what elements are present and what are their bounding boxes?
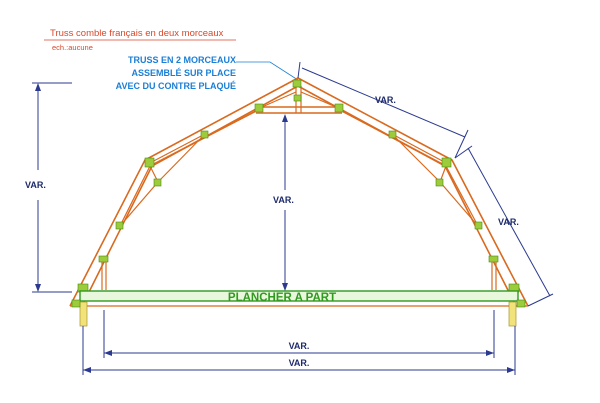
- gusset-plate-collar-left: [254, 103, 264, 113]
- right-web-2: [391, 133, 441, 183]
- dim-wall-arrow-bottom: [35, 284, 41, 292]
- dim-lower-line: [467, 147, 551, 297]
- dim-outer-span-label: VAR.: [289, 358, 310, 368]
- gusset-plate-collar-right: [334, 103, 344, 113]
- gusset-plate-ridge: [292, 79, 302, 88]
- dim-upper-ext-2: [454, 129, 469, 159]
- dim-wall-height: [32, 82, 72, 293]
- dim-ridge-height: [282, 114, 288, 291]
- dim-lower-slope-label: VAR.: [498, 217, 519, 227]
- dim-upper-ext-1: [297, 61, 301, 79]
- dim-upper-slope-label: VAR.: [375, 95, 396, 105]
- dim-outer-span: [82, 326, 516, 375]
- ridge-web-left: [261, 91, 297, 108]
- gusset-plates: [77, 79, 520, 293]
- drawing-title: Truss comble français en deux morceaux: [50, 28, 224, 39]
- dim-lower-ext-1: [454, 145, 473, 159]
- gusset-plate-left-web: [153, 178, 162, 187]
- dim-inner-arrow-left: [104, 350, 112, 356]
- left-webs: [101, 109, 259, 290]
- drawing-scale: ech.:aucune: [52, 43, 93, 52]
- gusset-plate-left-lower: [115, 221, 124, 230]
- dim-wall-arrow-top: [35, 83, 41, 91]
- dim-wall-height-label: VAR.: [25, 180, 46, 190]
- dim-lower-slope: [454, 145, 554, 307]
- left-web-1: [147, 133, 206, 165]
- ridge-web-right: [300, 91, 337, 108]
- gusset-plate-left-end: [71, 299, 81, 308]
- left-lower-inner-chord: [119, 165, 151, 227]
- left-web-2: [157, 133, 206, 183]
- note-leader-line: [236, 61, 299, 81]
- dim-upper-line: [301, 67, 466, 138]
- gusset-plate-left-upper: [200, 130, 209, 139]
- dim-lower-ext-2: [527, 293, 554, 307]
- dim-outer-arrow-right: [507, 367, 515, 373]
- note-line-1: TRUSS EN 2 MORCEAUX: [128, 55, 236, 65]
- right-web-4: [439, 181, 479, 227]
- dim-ridge-arrow-bottom: [282, 283, 288, 291]
- right-web-1: [391, 133, 449, 165]
- gusset-plate-right-end: [516, 299, 526, 308]
- dim-upper-slope: [297, 61, 469, 159]
- dim-ridge-height-label: VAR.: [273, 195, 294, 205]
- gusset-plate-left-knee: [144, 157, 155, 168]
- outer-chord-inner-line: [81, 85, 517, 307]
- gusset-plate-king: [293, 94, 302, 102]
- gusset-plate-right-web: [435, 178, 444, 187]
- assembly-note: TRUSS EN 2 MORCEAUX ASSEMBLÉ SUR PLACE A…: [116, 55, 236, 91]
- dim-inner-span-label: VAR.: [289, 341, 310, 351]
- left-support-post: [79, 301, 88, 327]
- gusset-plate-left-stud: [98, 255, 109, 263]
- right-support-post: [508, 301, 517, 327]
- dim-inner-span: [103, 310, 495, 358]
- dim-inner-arrow-right: [486, 350, 494, 356]
- note-line-3: AVEC DU CONTRE PLAQUÉ: [116, 81, 236, 91]
- left-web-4: [119, 181, 159, 227]
- gusset-plate-right-knee: [441, 157, 452, 168]
- right-lower-inner-chord: [445, 165, 479, 227]
- collar-tie: [256, 106, 342, 114]
- gusset-plate-right-stud: [488, 255, 499, 263]
- floor-beam: [79, 290, 519, 302]
- floor-label: PLANCHER A PART: [228, 292, 336, 304]
- note-line-2: ASSEMBLÉ SUR PLACE: [131, 68, 236, 78]
- gusset-plate-right-lower: [474, 221, 483, 230]
- dim-ridge-arrow-top: [282, 114, 288, 122]
- dim-outer-arrow-left: [83, 367, 91, 373]
- gusset-plate-right-upper: [388, 130, 397, 139]
